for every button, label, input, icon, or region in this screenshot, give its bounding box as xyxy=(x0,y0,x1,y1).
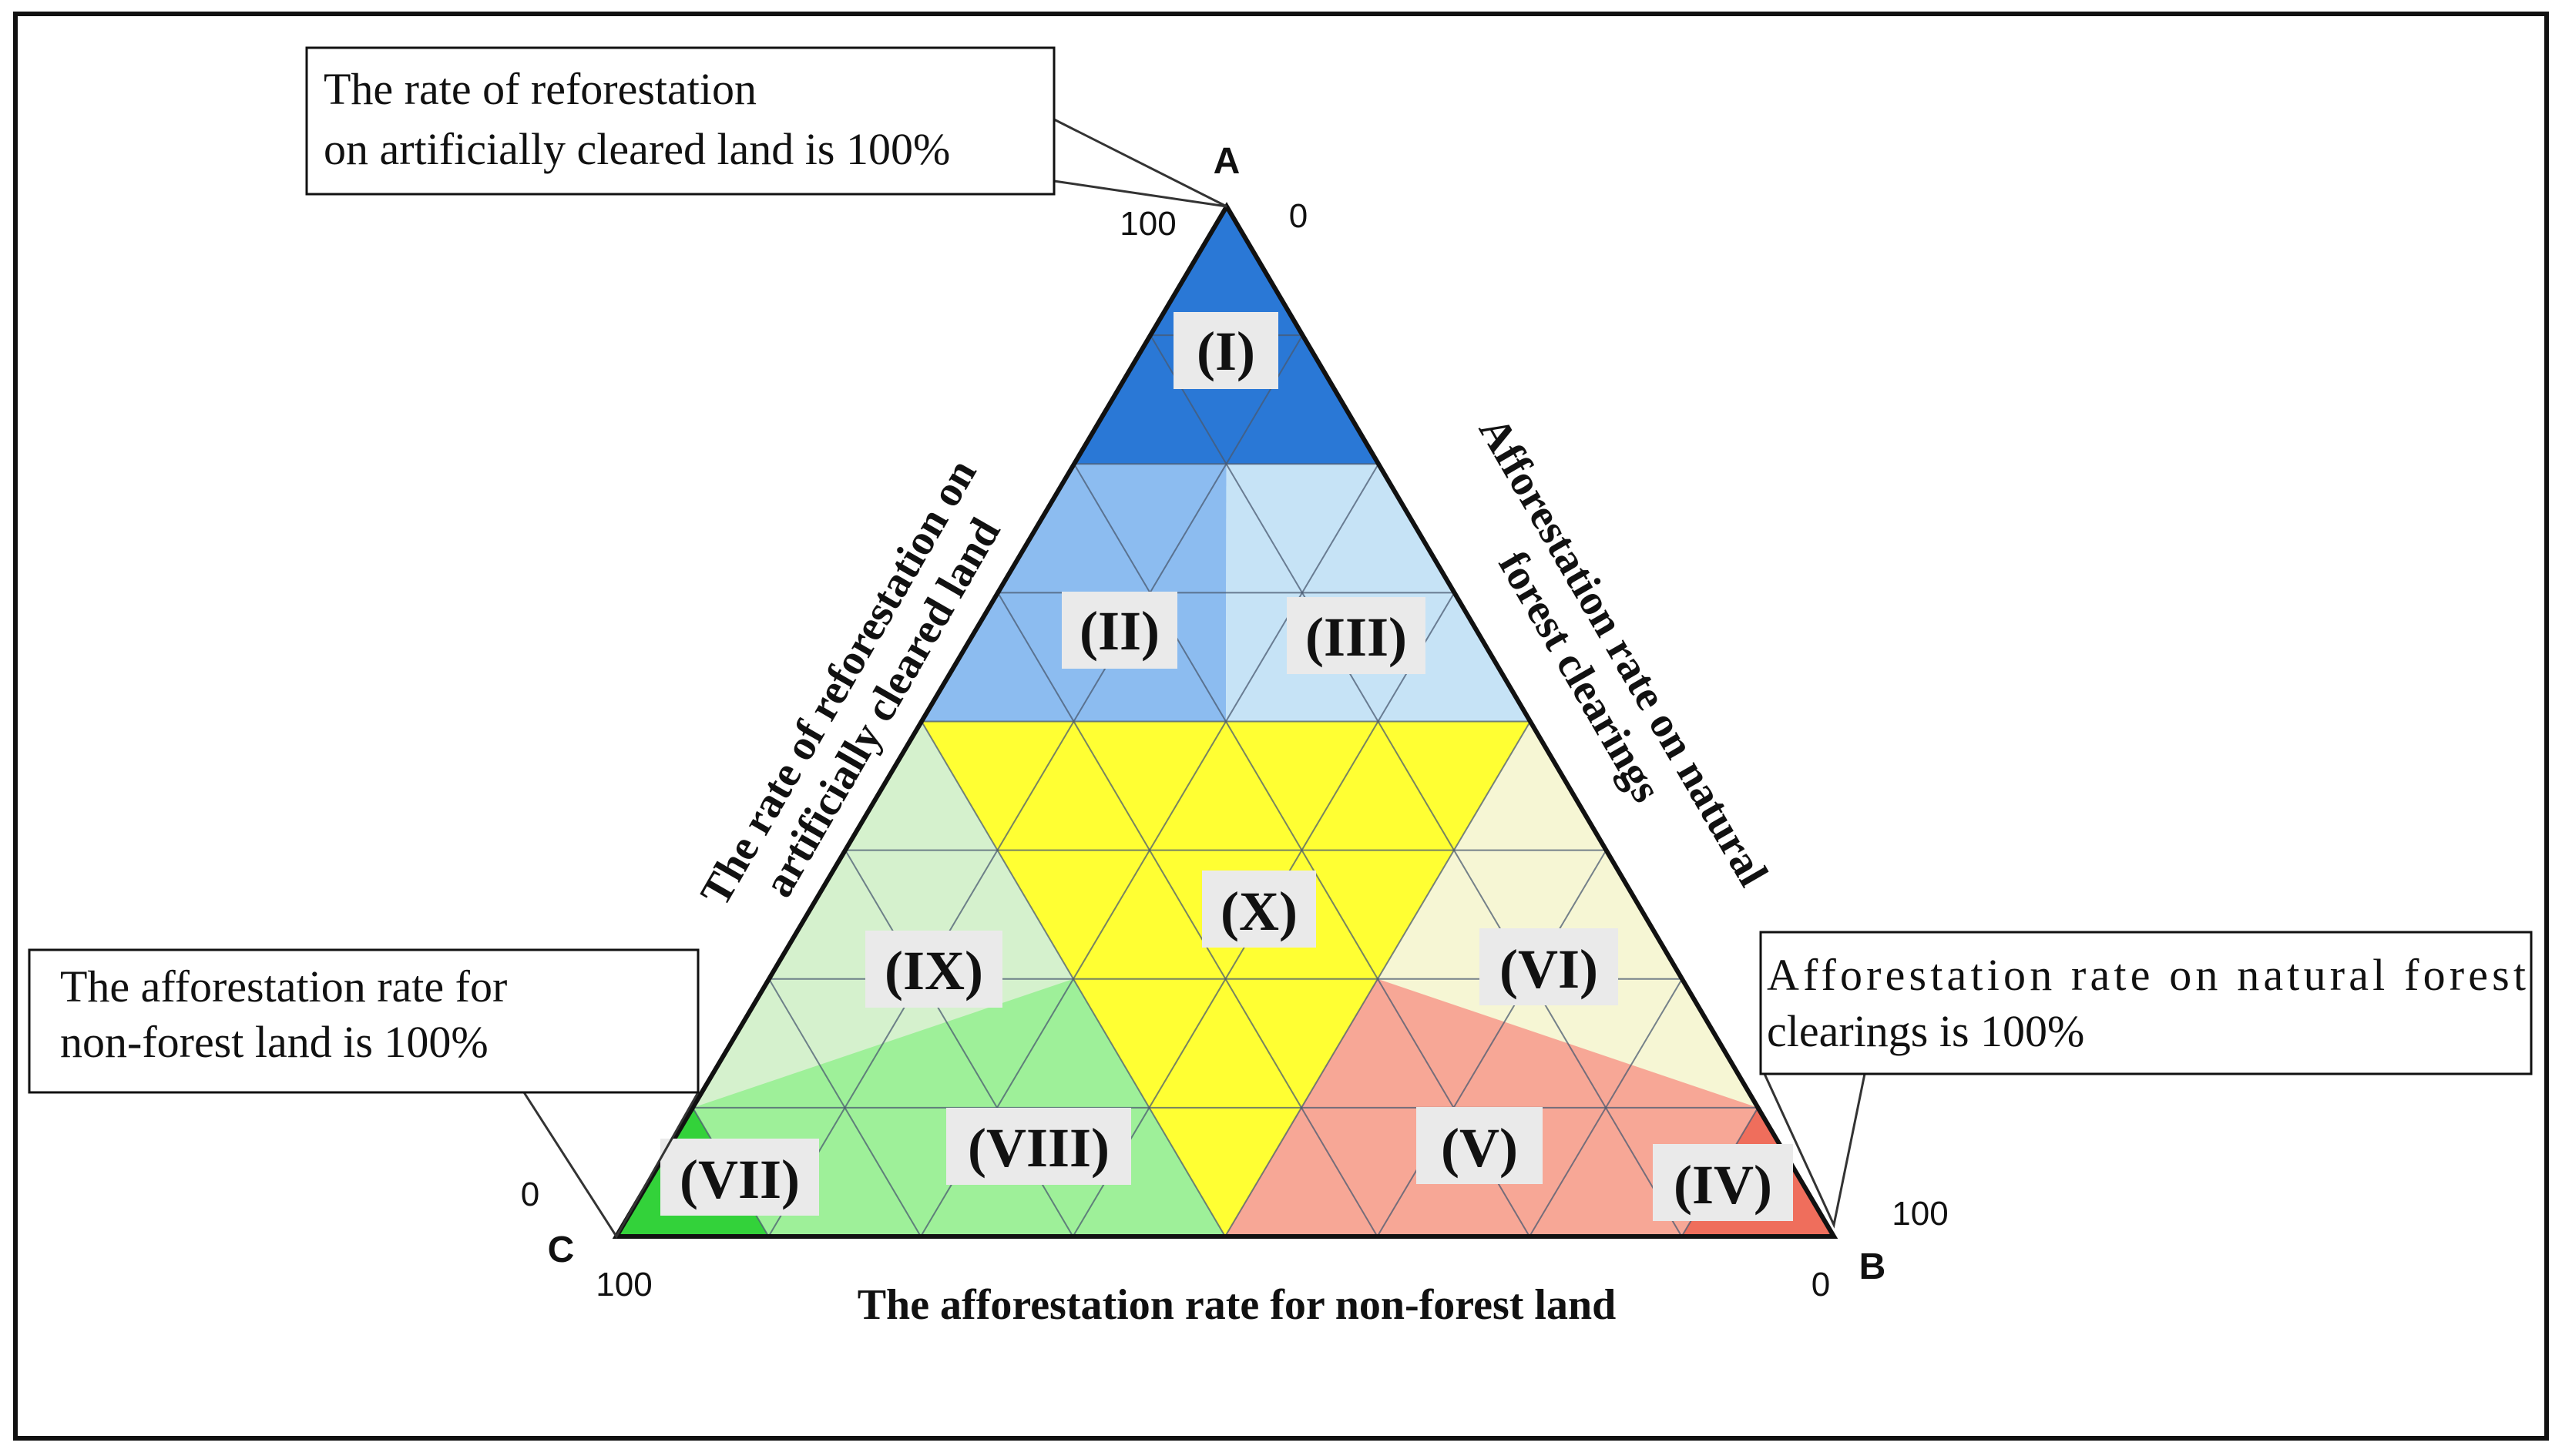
svg-text:(V): (V) xyxy=(1441,1117,1518,1179)
callout-leaders xyxy=(522,118,1866,1239)
grid-line-diagonal xyxy=(767,334,1304,1237)
callout-left-box xyxy=(28,948,700,1094)
callout-right-box xyxy=(1759,931,2533,1075)
svg-text:(IV): (IV) xyxy=(1674,1154,1772,1216)
tick-c-0: 0 xyxy=(521,1176,539,1213)
callout-left-line2: non-forest land is 100% xyxy=(60,1017,489,1067)
region-label-x: (X) xyxy=(1202,871,1316,948)
svg-text:(VIII): (VIII) xyxy=(968,1117,1110,1179)
svg-text:(X): (X) xyxy=(1221,881,1298,942)
callout-right-line1: Afforestation rate on natural forest xyxy=(1767,950,2526,1000)
grid-line-antidiagonal xyxy=(1150,334,1683,1237)
vertex-a-label: A xyxy=(1214,141,1241,182)
region-label-iv: (IV) xyxy=(1653,1144,1793,1221)
callout-left: The afforestation rate for non-forest la… xyxy=(28,948,700,1094)
vertex-b-label: B xyxy=(1859,1246,1886,1287)
svg-text:(II): (II) xyxy=(1080,600,1160,662)
callout-right-leader xyxy=(1763,1073,1866,1229)
callout-top: The rate of reforestation on artificiall… xyxy=(305,46,1056,196)
ternary-triangle-outline xyxy=(612,202,1838,1239)
callout-top-line2: on artificially cleared land is 100% xyxy=(324,124,950,174)
callout-right: Afforestation rate on natural forest cle… xyxy=(1759,931,2533,1075)
callout-top-box xyxy=(305,46,1056,196)
vertex-c-label: C xyxy=(548,1230,575,1270)
callout-left-leader xyxy=(522,1092,700,1239)
region-label-i: (I) xyxy=(1174,312,1278,389)
tick-c-100: 100 xyxy=(596,1266,652,1303)
tick-b-0: 0 xyxy=(1812,1266,1830,1303)
tick-a-100: 100 xyxy=(1120,205,1176,243)
callout-top-leader xyxy=(1053,118,1227,208)
svg-text:(III): (III) xyxy=(1305,606,1407,668)
svg-text:(I): (I) xyxy=(1197,320,1255,382)
region-labels: (I) (II) (III) (IV) (V) (VI) (VII) (VII xyxy=(660,312,1793,1221)
svg-text:(VI): (VI) xyxy=(1499,938,1598,1000)
tick-b-100: 100 xyxy=(1892,1195,1948,1233)
callout-left-line1: The afforestation rate for xyxy=(60,961,507,1011)
outer-frame xyxy=(13,12,2549,1441)
region-label-iii: (III) xyxy=(1287,597,1425,674)
callout-right-line2: clearings is 100% xyxy=(1767,1006,2084,1056)
grid-line-antidiagonal xyxy=(921,720,1226,1237)
svg-text:(VII): (VII) xyxy=(680,1149,800,1210)
region-label-v: (V) xyxy=(1416,1107,1543,1184)
region-label-viii: (VIII) xyxy=(946,1108,1131,1185)
region-label-ii: (II) xyxy=(1062,592,1177,669)
bottom-axis-title: The afforestation rate for non-forest la… xyxy=(858,1281,1617,1329)
region-label-vi: (VI) xyxy=(1479,928,1618,1005)
tick-a-0: 0 xyxy=(1289,197,1308,235)
grid-line-diagonal xyxy=(1376,850,1607,1237)
callout-top-line1: The rate of reforestation xyxy=(324,64,757,114)
svg-text:(IX): (IX) xyxy=(885,940,983,1001)
grid-line-antidiagonal xyxy=(997,592,1378,1237)
region-label-ix: (IX) xyxy=(865,931,1002,1008)
region-label-vii: (VII) xyxy=(660,1139,819,1216)
grid-line-antidiagonal xyxy=(768,978,922,1237)
